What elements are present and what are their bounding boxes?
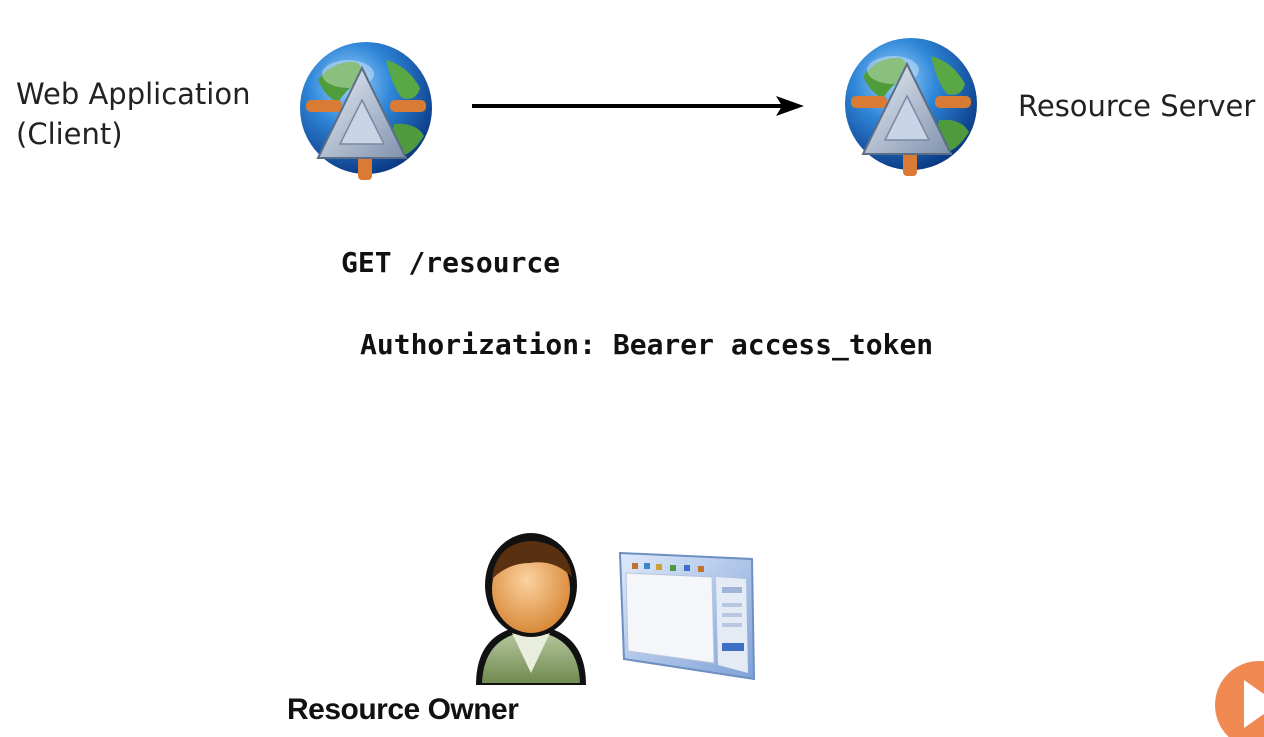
resource-server-globe-server-icon [843,36,983,181]
browser-window-icon [612,547,762,692]
resource-owner-label: Resource Owner [287,693,519,726]
client-label: Web Application (Client) [16,74,250,154]
play-button-icon[interactable] [1214,660,1264,737]
client-label-name: Web Application [16,77,251,111]
request-arrow [470,93,810,119]
request-authorization-header: Authorization: Bearer access_token [360,328,934,361]
resource-owner-user-icon [470,533,592,691]
request-method-line: GET /resource [341,246,561,279]
resource-server-label: Resource Server [1018,89,1256,123]
client-globe-server-icon [298,40,438,185]
client-label-role: (Client) [16,117,123,151]
